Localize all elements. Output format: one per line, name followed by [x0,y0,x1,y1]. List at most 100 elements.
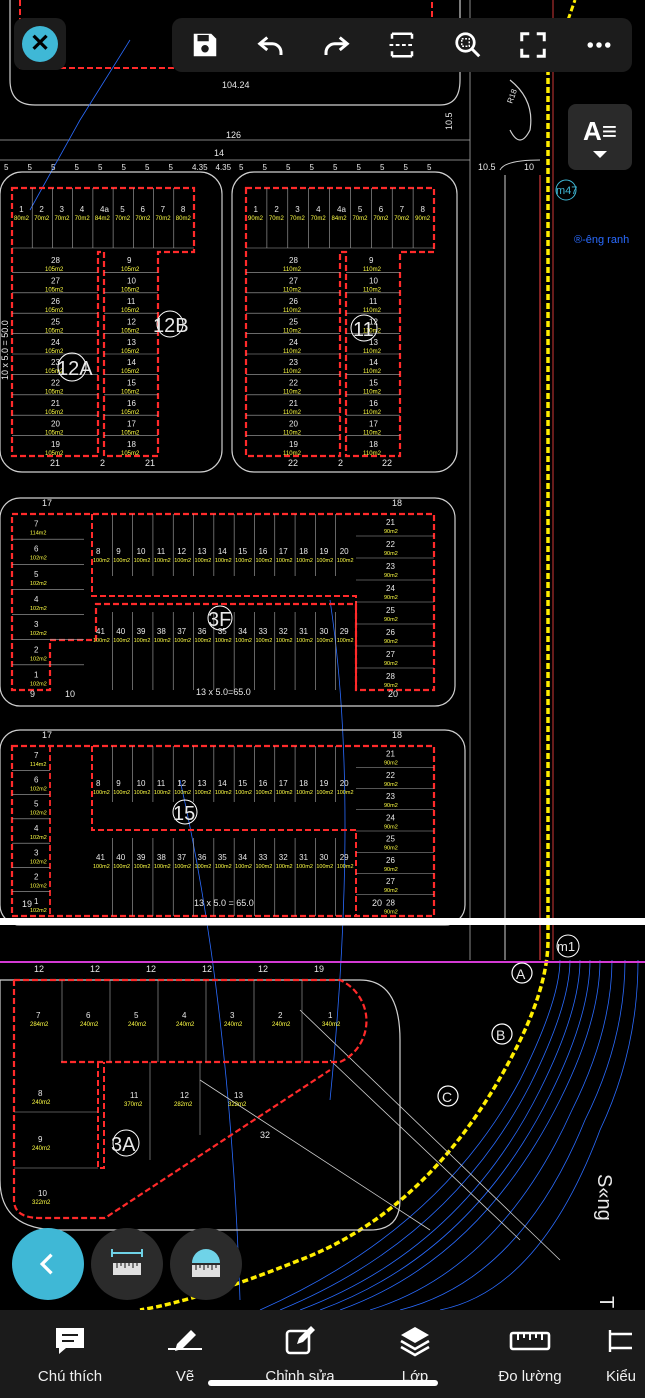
lot-area: 100m2 [93,558,110,564]
lot-area: 102m2 [30,656,47,662]
collapse-button[interactable] [12,1228,84,1300]
lot-number: 23 [289,358,298,367]
save-button[interactable] [183,23,227,67]
point-a: A [516,966,526,982]
lot-area: 105m2 [45,451,64,457]
lot-number: 23 [386,792,395,801]
lot-area: 240m2 [80,1022,99,1028]
more-button[interactable] [577,23,621,67]
dim-5: 5 [98,163,103,172]
dim-14: 14 [214,148,224,158]
lot-area: 102m2 [30,908,47,914]
lot-number: 11 [157,779,166,788]
cad-drawing-canvas[interactable]: 104.24 126 14 10.5 10.5 10 R18 [0,0,645,1310]
lot-number: 2 [34,645,39,654]
undo-icon [256,36,283,55]
lot-number: 4 [34,595,39,604]
lot-number: 5 [358,205,363,214]
lot-number: 31 [299,627,308,636]
tab-style[interactable]: Kiểu [606,1310,645,1398]
trim-button[interactable] [380,23,424,67]
river-label-2: T [595,1296,617,1308]
lot-area: 100m2 [276,558,293,564]
lot-number: 26 [51,297,60,306]
lot-number: 20 [340,547,349,556]
lot-area: 100m2 [134,558,151,564]
lot-area: 100m2 [337,558,354,564]
fullscreen-icon [520,32,547,58]
lot-area: 284m2 [30,1022,49,1028]
lot-area: 100m2 [113,638,130,644]
lot-number: 41 [96,627,105,636]
marker-m1: m1 [557,939,575,954]
redo-button[interactable] [314,23,358,67]
lot-number: 11 [130,1091,139,1100]
lot-number: 34 [238,853,247,862]
lot-area: 90m2 [384,529,398,535]
lot-area: 100m2 [154,638,171,644]
zoom-button[interactable] [446,23,490,67]
lot-number: 17 [127,419,136,428]
lot-area: 105m2 [121,288,140,294]
lot-number: 24 [386,584,395,593]
lot-area: 84m2 [95,216,111,222]
lot-area: 100m2 [174,864,191,870]
lot-area: 110m2 [283,430,302,436]
dim-10: 10 [524,162,534,172]
lot-area: 100m2 [154,864,171,870]
lot-number: 38 [157,627,166,636]
lot-area: 105m2 [45,430,64,436]
lot-area: 70m2 [135,216,151,222]
lot-number: 22 [51,379,60,388]
lot-area: 102m2 [30,786,47,792]
lot-area: 100m2 [337,864,354,870]
undo-button[interactable] [249,23,293,67]
lot-area: 105m2 [45,349,64,355]
measure-area-button[interactable] [170,1228,242,1300]
measure-distance-button[interactable] [91,1228,163,1300]
lot-number: 10 [369,277,378,286]
lot-area: 102m2 [30,556,47,562]
dim-5: 5 [122,163,127,172]
tab-annotate[interactable]: Chú thích [22,1310,118,1398]
block-12b-label: 12B [153,315,189,337]
draw-underline [168,1348,202,1350]
tab-draw[interactable]: Vẽ [150,1310,220,1398]
close-button[interactable]: ✕ [14,18,66,70]
dim: 21 [145,458,155,468]
tab-measure-label: Đo lường [498,1368,562,1385]
lot-number: 14 [127,358,136,367]
lot-area: 240m2 [224,1022,243,1028]
lot-area: 102m2 [30,884,47,890]
lot-area: 100m2 [316,558,333,564]
dim-10x5: 10 x 5.0 = 50.0 [0,320,10,380]
lot-number: 6 [86,1011,91,1020]
dim-5: 5 [263,163,268,172]
lot-area: 102m2 [30,631,47,637]
lot-area: 100m2 [255,558,272,564]
fullscreen-button[interactable] [511,23,555,67]
lot-area: 110m2 [283,390,302,396]
edit-icon [285,1326,315,1355]
text-style-button[interactable]: A≡ [568,104,632,170]
dim-5: 5 [286,163,291,172]
lot-area: 100m2 [134,864,151,870]
lot-number: 15 [127,379,136,388]
lot-number: 13 [234,1091,243,1100]
lot-number: 35 [218,627,227,636]
lot-number: 9 [116,547,121,556]
tab-draw-label: Vẽ [175,1368,195,1385]
lot-number: 22 [386,540,395,549]
lot-number: 12 [177,779,186,788]
lot-number: 6 [34,775,39,784]
dim: 22 [382,458,392,468]
ruler-distance-icon [111,1249,143,1275]
lot-area: 240m2 [128,1022,147,1028]
lot-number: 21 [51,399,60,408]
lot-area: 100m2 [296,864,313,870]
lot-area: 322m2 [32,1200,51,1206]
lot-number: 12 [177,547,186,556]
lot-area: 90m2 [384,846,398,852]
tab-measure[interactable]: Đo lường [482,1310,578,1398]
